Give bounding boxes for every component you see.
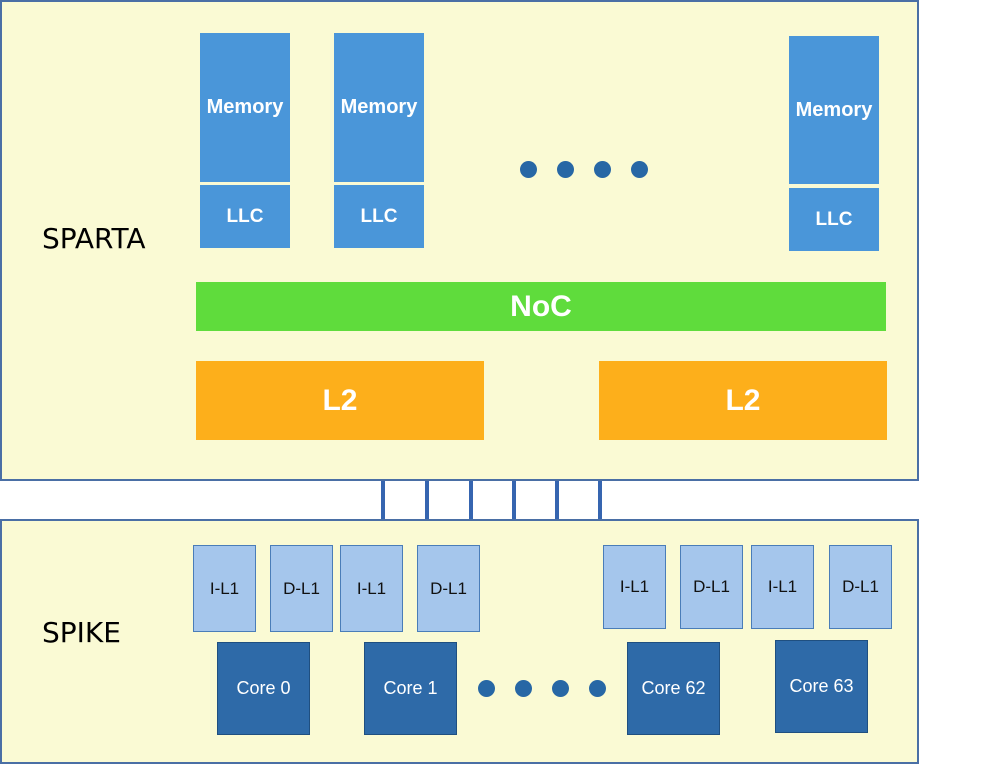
core-block: Core 62 [627, 642, 720, 735]
core-block: Core 1 [364, 642, 457, 735]
llc-block-2: LLC [334, 185, 424, 248]
d-l1-cache: D-L1 [270, 545, 333, 632]
llc-block-3: LLC [789, 188, 879, 251]
d-l1-cache: D-L1 [680, 545, 743, 629]
ellipsis-dot [557, 161, 574, 178]
interconnect-link [555, 481, 559, 521]
i-l1-cache: I-L1 [751, 545, 814, 629]
interconnect-link [469, 481, 473, 521]
llc-block-1: LLC [200, 185, 290, 248]
core-block: Core 63 [775, 640, 868, 733]
ellipsis-dot [589, 680, 606, 697]
i-l1-cache: I-L1 [193, 545, 256, 632]
core-block: Core 0 [217, 642, 310, 735]
l2-cache-2: L2 [599, 361, 887, 440]
ellipsis-dot [478, 680, 495, 697]
d-l1-cache: D-L1 [829, 545, 892, 629]
ellipsis-dot [631, 161, 648, 178]
l2-cache-1: L2 [196, 361, 484, 440]
d-l1-cache: D-L1 [417, 545, 480, 632]
ellipsis-dot [594, 161, 611, 178]
interconnect-link [425, 481, 429, 521]
i-l1-cache: I-L1 [340, 545, 403, 632]
memory-block-1: Memory [200, 33, 290, 182]
ellipsis-dot [552, 680, 569, 697]
noc-bar: NoC [196, 282, 886, 331]
memory-block-3: Memory [789, 36, 879, 184]
interconnect-link [598, 481, 602, 521]
spike-label: SPIKE [42, 616, 121, 649]
memory-block-2: Memory [334, 33, 424, 182]
i-l1-cache: I-L1 [603, 545, 666, 629]
sparta-label: SPARTA [42, 222, 146, 255]
ellipsis-dot [515, 680, 532, 697]
interconnect-link [381, 481, 385, 521]
interconnect-link [512, 481, 516, 521]
ellipsis-dot [520, 161, 537, 178]
